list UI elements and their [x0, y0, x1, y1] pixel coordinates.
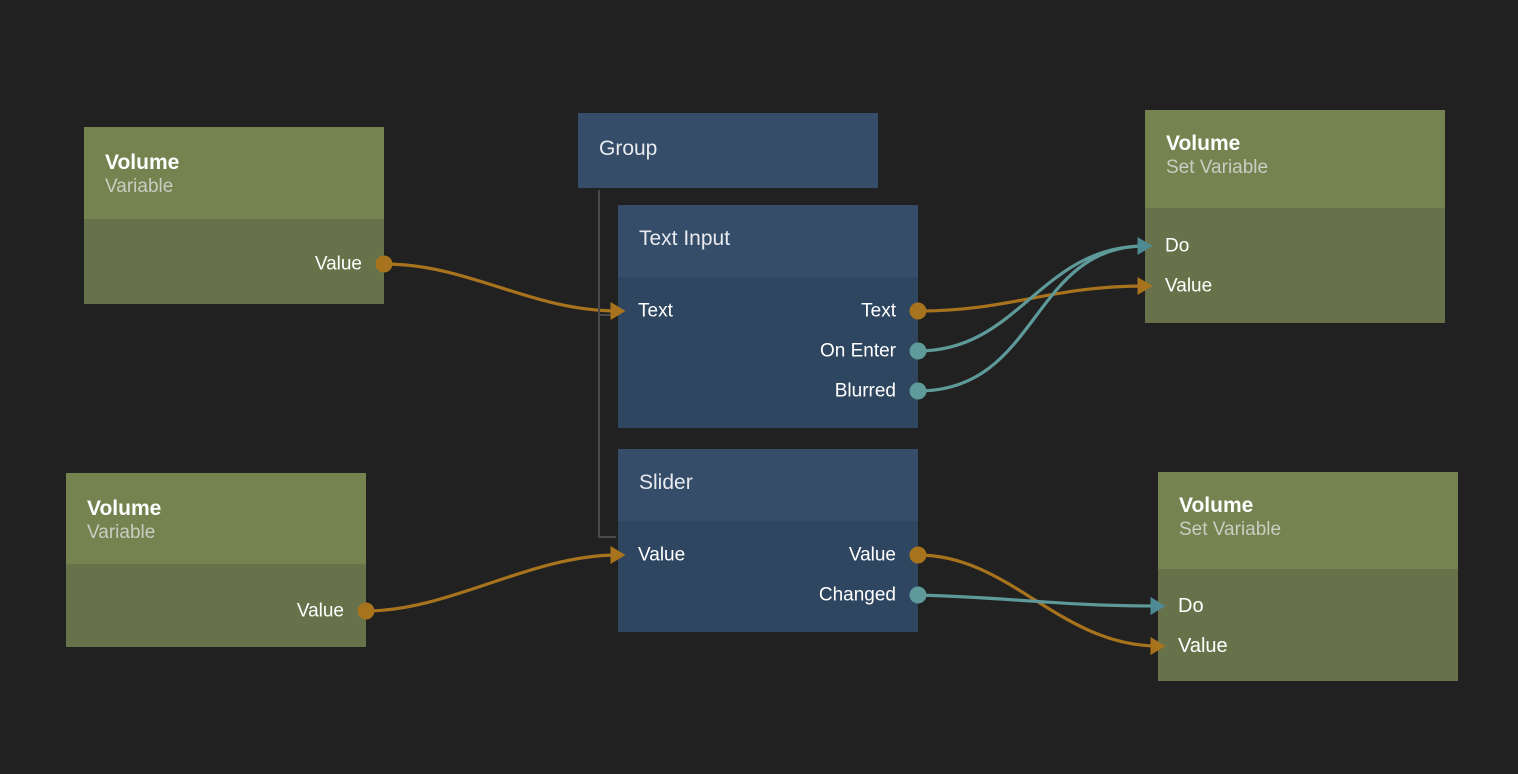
node-title-slider: Slider	[639, 471, 693, 494]
node-title-volume-variable-bottom: Volume	[87, 497, 162, 520]
port-arrow-volume-set-variable-top-do[interactable]	[1137, 237, 1153, 255]
port-label-volume-set-variable-bottom-value-in: Value	[1178, 635, 1228, 657]
port-dot-text-input-text[interactable]	[909, 302, 927, 320]
port-arrow-volume-set-variable-top-value[interactable]	[1137, 277, 1153, 295]
port-label-text-input-blurred-out: Blurred	[834, 380, 896, 402]
port-arrow-volume-set-variable-bottom-do[interactable]	[1150, 597, 1166, 615]
wire-on-enter-to-do[interactable]	[916, 244, 1147, 353]
port-dot-text-input-blurred[interactable]	[909, 382, 927, 400]
wire-slider-value-to-set-value[interactable]	[916, 553, 1160, 648]
node-subtitle-volume-variable-top: Variable	[105, 175, 174, 197]
port-dot-slider-value[interactable]	[909, 546, 927, 564]
node-header-slider[interactable]: Slider	[618, 449, 918, 521]
port-arrow-volume-set-variable-bottom-value[interactable]	[1150, 637, 1166, 655]
node-body-slider	[618, 521, 918, 632]
node-group[interactable]: Group	[578, 113, 878, 188]
group-bracket	[598, 190, 600, 538]
port-dot-text-input-on-enter[interactable]	[909, 342, 927, 360]
node-header-text-input[interactable]: Text Input	[618, 205, 918, 277]
group-bracket-stub-1	[598, 536, 616, 538]
port-label-volume-variable-top-value-out: Value	[314, 253, 362, 275]
node-subtitle-volume-set-variable-bottom: Set Variable	[1179, 518, 1282, 540]
node-subtitle-volume-variable-bottom: Variable	[87, 521, 156, 543]
node-title-text-input: Text Input	[639, 227, 731, 250]
node-subtitle-volume-set-variable-top: Set Variable	[1166, 156, 1269, 178]
port-label-text-input-text-out: Text	[861, 300, 896, 322]
node-body-text-input	[618, 277, 918, 428]
node-body-volume-set-variable-bottom	[1158, 569, 1458, 681]
node-title-volume-set-variable-bottom: Volume	[1179, 494, 1254, 517]
port-label-volume-set-variable-top-do-in: Do	[1165, 235, 1190, 257]
port-dot-slider-changed[interactable]	[909, 586, 927, 604]
wire-text-out-to-set-value[interactable]	[916, 284, 1147, 313]
port-label-volume-set-variable-bottom-do-in: Do	[1178, 595, 1204, 617]
port-dot-volume-variable-top-value[interactable]	[375, 255, 393, 273]
wire-blurred-to-do[interactable]	[916, 244, 1147, 393]
node-body-volume-variable-bottom	[66, 564, 366, 647]
port-arrow-slider-value[interactable]	[610, 546, 626, 564]
wire-volume-value-to-slider-value[interactable]	[364, 553, 620, 613]
group-bracket-stub-0	[598, 314, 616, 316]
wire-volume-value-to-text-input-text[interactable]	[382, 262, 620, 313]
node-header-group[interactable]: Group	[578, 113, 878, 188]
port-label-volume-set-variable-top-value-in: Value	[1165, 275, 1213, 297]
port-label-text-input-on-enter-out: On Enter	[819, 340, 896, 362]
port-label-slider-value-out: Value	[848, 544, 896, 566]
port-label-text-input-text-in: Text	[638, 300, 673, 322]
wire-changed-to-do[interactable]	[916, 593, 1160, 608]
port-label-slider-value-in: Value	[638, 544, 686, 566]
node-body-volume-variable-top	[84, 219, 384, 304]
node-body-volume-set-variable-top	[1145, 208, 1445, 323]
port-dot-volume-variable-bottom-value[interactable]	[357, 602, 375, 620]
port-label-slider-changed-out: Changed	[818, 584, 896, 606]
port-label-volume-variable-bottom-value-out: Value	[296, 600, 344, 622]
node-title-volume-variable-top: Volume	[105, 151, 180, 174]
node-title-volume-set-variable-top: Volume	[1166, 132, 1241, 155]
group-title: Group	[599, 137, 658, 160]
port-arrow-text-input-text[interactable]	[610, 302, 626, 320]
